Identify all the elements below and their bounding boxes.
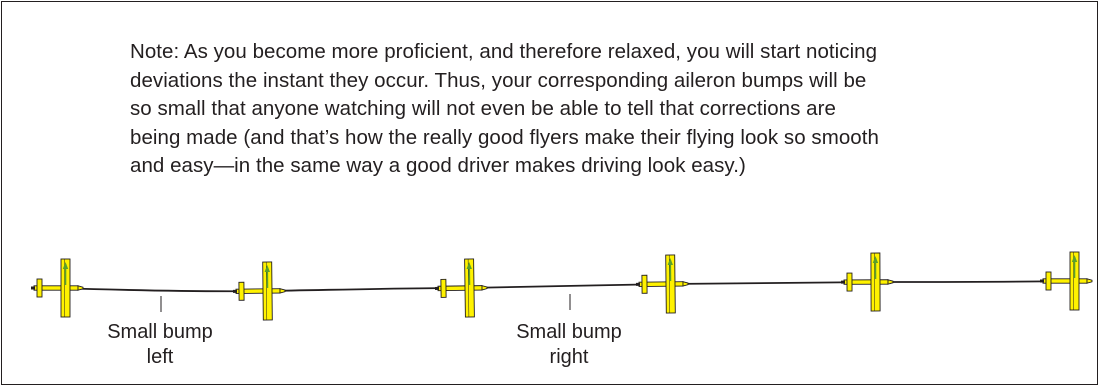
label-line: Small bump — [516, 321, 622, 343]
note-line: Note: As you become more proficient, and… — [130, 40, 878, 63]
label-small-bump-right: Small bump right — [499, 320, 639, 370]
label-small-bump-left: Small bump left — [90, 320, 230, 370]
flight-path-line — [57, 280, 1071, 293]
note-line: deviations the instant they occur. Thus,… — [130, 68, 867, 92]
label-line: Small bump — [107, 321, 213, 343]
aircraft-icon — [1039, 251, 1093, 311]
aircraft-icon — [840, 252, 894, 312]
note-line: and easy—in the same way a good driver m… — [130, 154, 746, 177]
note-line: so small that anyone watching will not e… — [130, 97, 836, 120]
aircraft-icon — [433, 257, 489, 319]
label-line: right — [549, 346, 589, 368]
note-line: being made (and that’s how the really go… — [130, 125, 879, 149]
aircraft-icon — [30, 258, 84, 318]
label-line: left — [146, 346, 174, 368]
aircraft-icon — [231, 261, 287, 322]
aircraft-icon — [634, 254, 690, 315]
note-paragraph: Note: As you become more proficient, and… — [130, 38, 1000, 181]
